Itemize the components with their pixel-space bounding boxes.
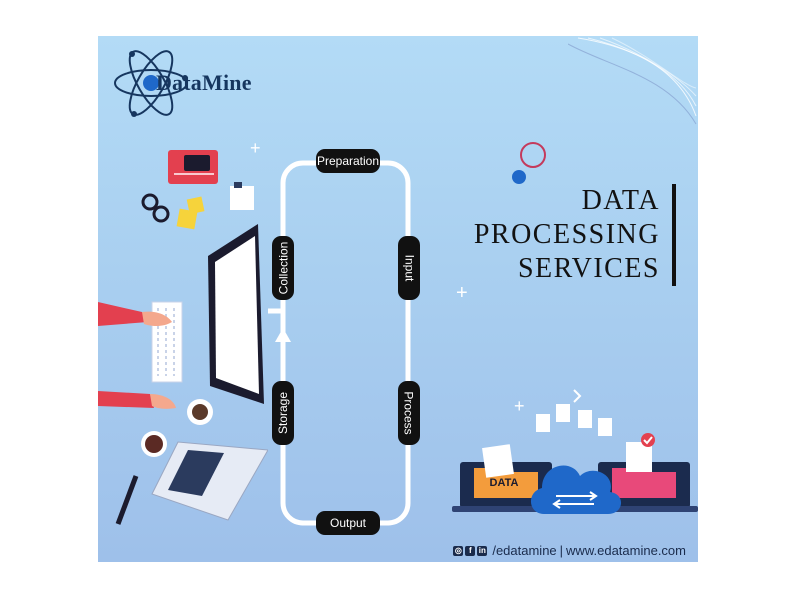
footer-separator: | xyxy=(559,543,564,558)
sparkle-icon: + xyxy=(250,138,261,158)
step-input: Input xyxy=(398,236,420,300)
linkedin-icon[interactable]: in xyxy=(477,545,488,556)
social-icons: ◎ f in xyxy=(453,545,488,556)
step-output-label: Output xyxy=(329,516,367,530)
step-preparation-label: Preparation xyxy=(316,154,380,168)
process-cycle-track xyxy=(268,160,411,526)
logo-name: DataMine xyxy=(155,70,252,95)
desk-illustration xyxy=(98,150,268,525)
decorative-ring xyxy=(520,142,546,168)
logo-prefix: e xyxy=(146,70,156,95)
title-line-2: PROCESSING xyxy=(473,219,660,250)
step-input-label: Input xyxy=(402,254,417,282)
step-process-label: Process xyxy=(402,391,417,435)
website-link[interactable]: www.edatamine.com xyxy=(566,543,686,558)
step-process: Process xyxy=(398,381,420,445)
atom-logo-icon xyxy=(114,50,188,117)
title-line-1: DATA xyxy=(581,185,660,216)
sparkle-icon: + xyxy=(456,282,468,304)
step-collection: Collection xyxy=(272,236,294,300)
footer-contact: ◎ f in /edatamine | www.edatamine.com xyxy=(453,543,686,558)
step-collection-label: Collection xyxy=(276,241,291,295)
social-handle[interactable]: /edatamine xyxy=(492,543,557,558)
infographic-card: eDataMine + + + DATA PROCESSING SERVICES… xyxy=(98,36,698,562)
cloud-transfer-illustration xyxy=(452,389,698,514)
step-storage: Storage xyxy=(272,381,294,445)
title-line-3: SERVICES xyxy=(517,253,660,284)
step-preparation: Preparation xyxy=(316,149,380,173)
page-title: DATA PROCESSING SERVICES xyxy=(474,184,676,286)
brand-logo-text: eDataMine xyxy=(146,70,252,96)
sparkle-icon: + xyxy=(514,396,525,416)
decorative-dot xyxy=(512,170,526,184)
step-output: Output xyxy=(316,511,380,535)
data-folder-label: DATA xyxy=(489,477,519,489)
step-storage-label: Storage xyxy=(276,391,290,435)
decorative-swirl xyxy=(568,37,697,125)
facebook-icon[interactable]: f xyxy=(465,545,476,556)
instagram-icon[interactable]: ◎ xyxy=(453,545,464,556)
